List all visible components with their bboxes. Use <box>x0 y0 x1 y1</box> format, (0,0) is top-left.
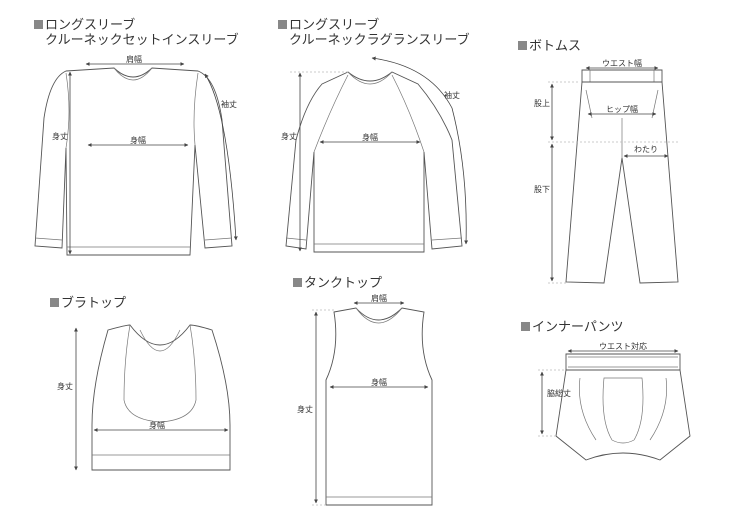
side-length-label: 脇総丈 <box>547 388 571 398</box>
section-title-tank-top: タンクトップ <box>293 276 382 291</box>
shoulder-width-label: 肩幅 <box>371 293 387 303</box>
sleeve-length-label: 袖丈 <box>221 99 237 109</box>
sleeve-length-arrow <box>204 73 238 241</box>
body-width-label: 身幅 <box>130 135 146 145</box>
title-line-2: クルーネックラグランスリーブ <box>289 33 470 48</box>
title-line-2: クルーネックセットインスリーブ <box>45 33 239 48</box>
square-bullet-icon <box>34 20 43 29</box>
square-bullet-icon <box>521 322 530 331</box>
square-bullet-icon <box>518 41 527 50</box>
crew-set-in-shirt-illustration <box>34 67 233 256</box>
shoulder-width-label: 肩幅 <box>126 54 142 64</box>
body-length-label: 身丈 <box>281 131 297 141</box>
square-bullet-icon <box>293 278 302 287</box>
rise-label: 股上 <box>534 99 550 108</box>
section-title-bra-top: ブラトップ <box>50 296 126 311</box>
thigh-width-label: わたり <box>634 145 658 154</box>
section-title-inner-pants: インナーパンツ <box>521 320 624 335</box>
body-width-label: 身幅 <box>149 420 165 430</box>
waist-fit-label: ウエスト対応 <box>599 341 647 351</box>
inner-pants-illustration <box>555 353 691 461</box>
crew-raglan-shirt-illustration <box>285 71 463 253</box>
square-bullet-icon <box>278 20 287 29</box>
sleeve-length-arrow <box>371 56 469 245</box>
body-width-label: 身幅 <box>362 132 378 142</box>
inseam-label: 股下 <box>534 185 550 194</box>
section-title-crew-raglan: ロングスリーブ クルーネックラグランスリーブ <box>278 18 470 48</box>
waist-width-label: ウエスト幅 <box>602 58 642 68</box>
hip-width-label: ヒップ幅 <box>606 104 638 114</box>
body-width-label: 身幅 <box>371 377 387 387</box>
bra-top-illustration <box>91 324 231 471</box>
title-line-1: ロングスリーブ <box>289 18 380 33</box>
title-line-1: ロングスリーブ <box>45 18 136 33</box>
tank-top-illustration <box>325 307 433 506</box>
section-title-crew-set-in: ロングスリーブ クルーネックセットインスリーブ <box>34 18 239 48</box>
bottoms-illustration <box>565 69 679 284</box>
body-length-label: 身丈 <box>57 381 73 391</box>
body-length-label: 身丈 <box>52 131 68 141</box>
sleeve-length-label: 袖丈 <box>444 90 460 100</box>
section-title-bottoms: ボトムス <box>518 39 581 54</box>
body-length-label: 身丈 <box>297 404 313 414</box>
square-bullet-icon <box>50 298 59 307</box>
